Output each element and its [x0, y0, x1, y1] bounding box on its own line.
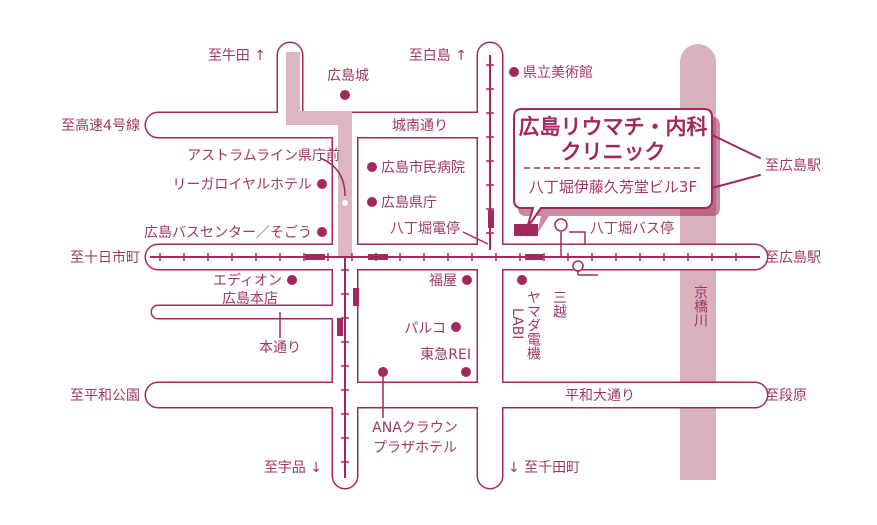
label-bus-center: 広島バスセンター／そごう — [144, 225, 312, 241]
dir-tokaichi: 至十日市町 — [70, 249, 140, 266]
label-edion-1: エディオン — [213, 272, 282, 289]
clinic-callout[interactable]: 広島リウマチ・内科 クリニック 八丁堀伊藤久芳堂ビル3F — [513, 108, 720, 236]
label-parco: パルコ — [404, 321, 446, 337]
label-rihga-royal: リーガロイヤルホテル — [172, 177, 312, 193]
clinic-name-line1: 広島リウマチ・内科 — [519, 115, 708, 139]
label-ana-1: ANAクラウン — [372, 420, 458, 436]
dir-hiroshima-station: 至広島駅 — [765, 250, 821, 266]
clinic-address: 八丁堀伊藤久芳堂ビル3F — [529, 178, 697, 196]
landmark-dots — [287, 67, 527, 377]
street-hondori: 本通り — [259, 340, 301, 356]
label-hatchobori-bus: 八丁堀バス停 — [590, 220, 674, 237]
dir-hakushima: 至白島 ↑ — [409, 48, 467, 64]
label-tokyu-rei: 東急REI — [420, 347, 471, 363]
dir-highway4: 至高速4号線 — [61, 117, 140, 134]
label-prefectural-office: 広島県庁 — [381, 195, 437, 211]
dir-ujina: 至宇品 ↓ — [264, 460, 322, 476]
bus-stop-icon — [554, 218, 568, 232]
label-hatchobori-tram: 八丁堀電停 — [390, 220, 460, 237]
label-mitsukoshi: 三越 — [551, 290, 567, 318]
label-labi: LABI — [509, 308, 525, 339]
clinic-location-marker — [514, 224, 538, 236]
tram-stops — [305, 210, 543, 336]
label-edion-2: 広島本店 — [222, 291, 278, 307]
label-fukuya: 福屋 — [429, 273, 457, 289]
label-prefectural-museum: 県立美術館 — [523, 64, 593, 81]
dir-danbara: 至段原 — [765, 388, 807, 404]
label-city-hospital: 広島市民病院 — [381, 159, 465, 176]
dir-hiroshima-station-upper: 至広島駅 — [765, 158, 821, 174]
label-astram-station: アストラムライン県庁前 — [187, 147, 340, 164]
label-hiroshima-castle: 広島城 — [327, 68, 369, 84]
dir-heiwa-koen: 至平和公園 — [70, 388, 140, 404]
river-label: 京橋川 — [692, 285, 708, 327]
street-jonan: 城南通り — [392, 118, 448, 134]
label-yamada: ヤマダ電機 — [525, 290, 541, 361]
clinic-name-line2: クリニック — [561, 140, 666, 164]
dir-senda: ↓ 至千田町 — [508, 460, 580, 476]
label-ana-2: プラザホテル — [373, 440, 457, 456]
street-heiwa-odori: 平和大通り — [565, 388, 635, 404]
dir-ushita: 至牛田 ↑ — [208, 48, 266, 64]
